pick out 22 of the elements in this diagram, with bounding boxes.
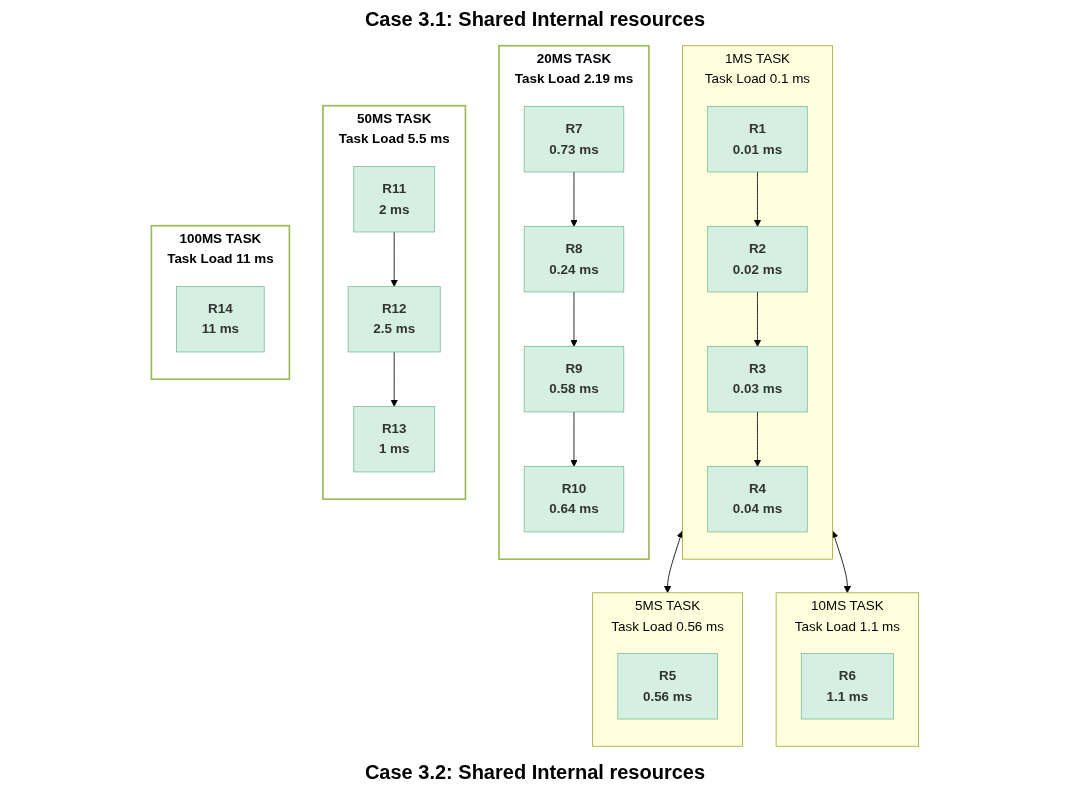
node-box: R3 0.03 ms — [707, 346, 808, 413]
node-box: R14 11 ms — [176, 286, 265, 353]
node-box: R12 2.5 ms — [347, 286, 441, 353]
node-box: R6 1.1 ms — [800, 653, 894, 720]
node-box: R1 0.01 ms — [707, 106, 808, 173]
node-label: Task Load 11 ms — [167, 251, 274, 266]
node-box: R4 0.04 ms — [707, 466, 808, 533]
node-label: Task Load 0.56 ms — [611, 618, 724, 634]
node-label: Task Load 5.5 ms — [338, 131, 450, 146]
node-box: R2 0.02 ms — [707, 226, 808, 293]
node-label: Task Load 0.1 ms — [704, 71, 811, 86]
node-label: Task Load 2.19 ms — [514, 71, 634, 86]
node-box: R9 0.58 ms — [523, 346, 625, 413]
node-box: R5 0.56 ms — [617, 653, 718, 720]
node-box: R10 0.64 ms — [523, 466, 625, 533]
node-box: R8 0.24 ms — [523, 226, 625, 293]
node-box: R11 2 ms — [353, 166, 436, 233]
case-label: Case 3.2: Shared Internal resources — [364, 761, 706, 784]
node-box: R13 1 ms — [353, 406, 436, 473]
node-label: Task Load 1.1 ms — [794, 618, 900, 634]
case-label: Case 3.1: Shared Internal resources — [364, 8, 706, 31]
node-box: R7 0.73 ms — [523, 106, 625, 173]
